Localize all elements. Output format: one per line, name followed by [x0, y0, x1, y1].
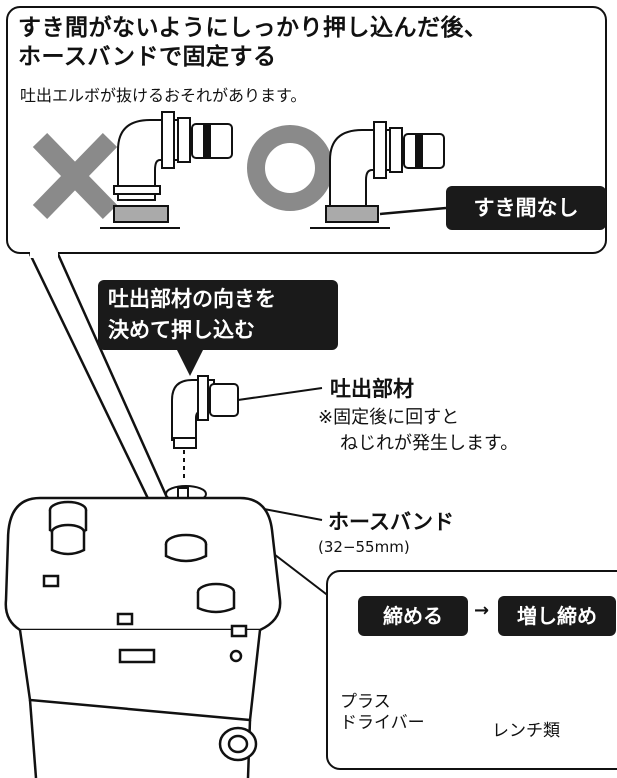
hose-band-size: (32−55mm) [318, 538, 410, 556]
callout-subtitle: 吐出エルボが抜けるおそれがあります。 [20, 86, 307, 105]
discharge-part-note-line1: ※固定後に回すと [318, 407, 460, 428]
wrong-mark-icon [32, 133, 118, 219]
retighten-label: 増し締め [498, 596, 616, 636]
screwdriver-label: プラス ドライバー [340, 692, 425, 734]
screwdriver-label-line1: プラス [340, 692, 391, 712]
instruction-line2: 決めて押し込む [108, 318, 255, 342]
callout-title-line2: ホースバンドで固定する [18, 44, 277, 70]
pump-unit-icon [4, 496, 282, 778]
callout-title: すき間がないようにしっかり押し込んだ後、 ホースバンドで固定する [18, 14, 488, 72]
instruction-label: 吐出部材の向きを 決めて押し込む [98, 280, 338, 350]
discharge-part-note-line2: ねじれが発生します。 [340, 433, 519, 454]
discharge-part-label: 吐出部材 [330, 377, 414, 401]
hose-band-label: ホースバンド [328, 510, 454, 534]
tighten-label: 締める [358, 596, 468, 636]
correct-mark-icon [247, 125, 333, 211]
callout-title-line1: すき間がないようにしっかり押し込んだ後、 [18, 15, 488, 41]
arrow-icon: → [474, 600, 490, 621]
discharge-part-note: ※固定後に回すと ねじれが発生します。 [318, 405, 518, 457]
elbow-no-gap-icon [310, 121, 447, 229]
screwdriver-label-line2: ドライバー [340, 713, 425, 733]
wrench-label: レンチ類 [492, 721, 560, 741]
no-gap-label: すき間なし [446, 186, 606, 230]
elbow-with-gap-icon [100, 111, 233, 229]
instruction-line1: 吐出部材の向きを [108, 287, 276, 311]
discharge-part-icon [171, 375, 323, 480]
